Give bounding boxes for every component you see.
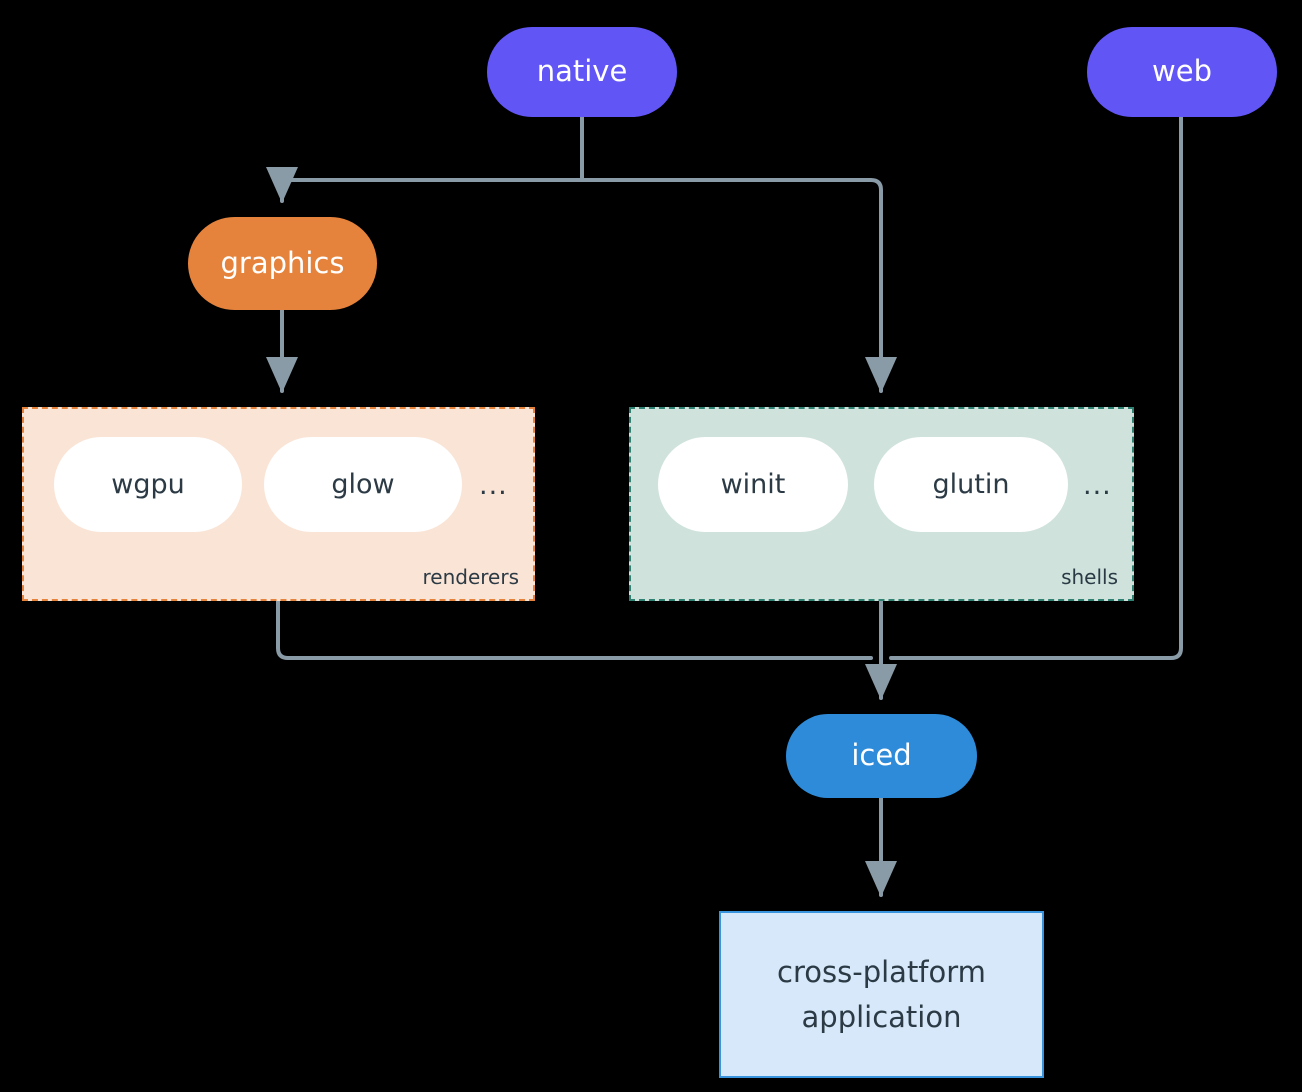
group-shells-label: shells [1061, 565, 1118, 589]
node-graphics[interactable]: graphics [188, 217, 377, 310]
edge-renderers-to-iced [276, 599, 873, 660]
node-glow-label: glow [331, 469, 395, 500]
node-winit-label: winit [720, 469, 786, 500]
edge-native-to-graphics [266, 115, 584, 203]
node-glow[interactable]: glow [264, 437, 462, 532]
shells-overflow-ellipsis: ... [1083, 470, 1112, 501]
application-label-line1: cross-platform [777, 954, 986, 989]
group-renderers: wgpu glow ... renderers [22, 407, 535, 601]
node-wgpu-label: wgpu [111, 469, 185, 500]
node-web-label: web [1152, 54, 1212, 89]
application-label-line2: application [801, 999, 962, 1034]
node-winit[interactable]: winit [658, 437, 848, 532]
node-wgpu[interactable]: wgpu [54, 437, 242, 532]
node-glutin-label: glutin [932, 469, 1010, 500]
node-native[interactable]: native [487, 27, 677, 117]
renderers-overflow-ellipsis: ... [479, 470, 508, 501]
group-shells: winit glutin ... shells [629, 407, 1134, 601]
node-glutin[interactable]: glutin [874, 437, 1068, 532]
node-web[interactable]: web [1087, 27, 1277, 117]
edge-web-to-iced [889, 115, 1183, 660]
node-iced[interactable]: iced [786, 714, 977, 798]
node-native-label: native [536, 54, 628, 89]
group-renderers-label: renderers [422, 565, 520, 589]
node-iced-label: iced [851, 738, 912, 773]
node-cross-platform-application[interactable]: cross-platform application [719, 911, 1044, 1078]
edge-native-to-shells [580, 115, 897, 393]
node-graphics-label: graphics [220, 245, 345, 280]
